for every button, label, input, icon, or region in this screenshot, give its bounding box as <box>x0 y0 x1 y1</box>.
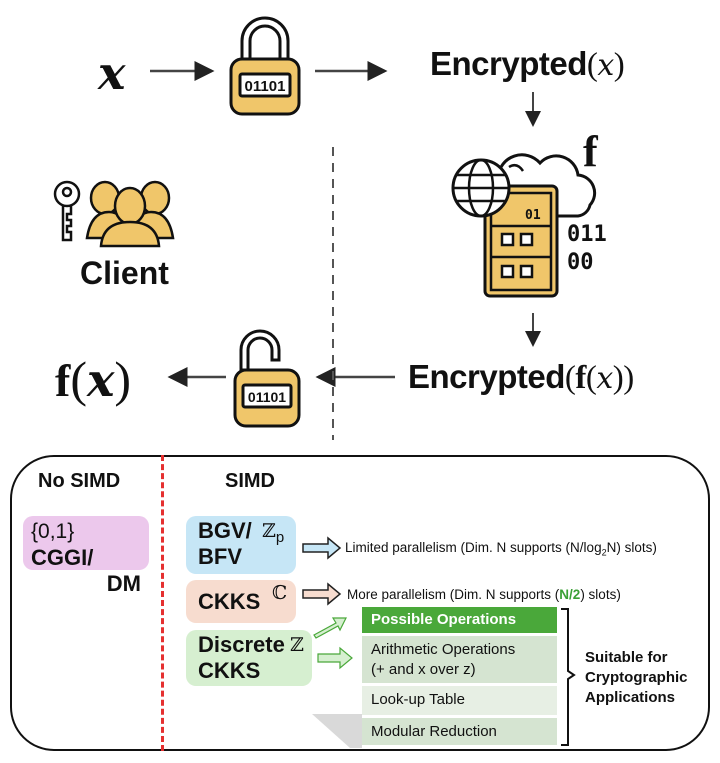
server-bits-side-1: 011 <box>567 222 607 247</box>
operation-item: Arithmetic Operations (+ and x over z) <box>362 636 557 683</box>
field-symbol: ℤ <box>262 520 276 542</box>
simd-heading: SIMD <box>225 470 275 492</box>
field-integers: ℤ <box>290 634 304 656</box>
users-group-icon <box>85 180 175 248</box>
paren-close-inner: ) <box>612 360 624 396</box>
suitability-line3: Applications <box>585 689 676 706</box>
desc-text-end: ) slots) <box>580 587 621 602</box>
field-complex: ℂ <box>272 582 288 604</box>
operation-line2: (+ and x over z) <box>371 661 476 678</box>
encrypted-fx-label: Encrypted(f(x)) <box>408 358 634 397</box>
desc-text: More parallelism (Dim. N supports ( <box>347 587 560 602</box>
x-arg: x <box>596 361 613 396</box>
input-x-label: x <box>98 46 126 100</box>
operation-item: Look-up Table <box>362 686 557 715</box>
operations-header: Possible Operations <box>362 607 557 633</box>
bgv-parallelism-desc: Limited parallelism (Dim. N supports (N/… <box>345 540 657 558</box>
key-icon <box>53 180 81 242</box>
scheme-name-line2: BFV <box>198 544 242 569</box>
paren-open: ( <box>70 351 87 407</box>
server-bits-side-2: 00 <box>567 250 594 275</box>
globe-icon <box>451 158 511 218</box>
scheme-name-line2: DM <box>106 571 141 596</box>
cloud-server-icon: 01 011 00 <box>451 153 607 298</box>
scheme-name-line1: Discrete <box>198 632 285 657</box>
encrypted-word: Encrypted <box>430 45 587 82</box>
output-fx-label: f(x) <box>55 350 131 408</box>
paren-close: ) <box>623 360 634 396</box>
open-lock-icon: 01101 <box>233 329 301 428</box>
suitability-line2: Cryptographic <box>585 669 688 686</box>
no-simd-heading: No SIMD <box>38 470 121 492</box>
lock-code: 01101 <box>248 389 286 405</box>
scheme-name-line2: CKKS <box>198 658 261 683</box>
encrypted-x-label: Encrypted(x) <box>430 45 625 84</box>
field-zp: ℤp <box>262 518 284 551</box>
client-label: Client <box>80 255 169 291</box>
scheme-name-line1: CGGI/ <box>31 545 94 570</box>
x-arg: x <box>86 353 115 407</box>
binary-set: {0,1} <box>31 520 75 543</box>
desc-text-end: N) slots) <box>606 540 657 555</box>
suitability-line1: Suitable for <box>585 649 668 666</box>
scheme-cggi-dm: {0,1} CGGI/ DM <box>23 516 149 596</box>
f-symbol: f <box>55 355 71 406</box>
paren-close: ) <box>613 47 625 83</box>
scheme-discrete-ckks: Discrete CKKS ℤ <box>186 630 312 686</box>
paren-close: ) <box>114 351 132 407</box>
possible-operations-table: Possible Operations Arithmetic Operation… <box>362 607 557 748</box>
f-symbol: f <box>575 360 586 396</box>
desc-text: Limited parallelism (Dim. N supports (N/… <box>345 540 602 555</box>
operation-item: Modular Reduction <box>362 718 557 745</box>
paren-open-inner: ( <box>585 360 597 396</box>
paren-open: ( <box>564 360 576 396</box>
desc-highlight: N/2 <box>559 587 581 602</box>
lock-code: 01101 <box>245 78 286 95</box>
server-bits-top: 01 <box>525 208 541 223</box>
desc-subscript: 2 <box>601 547 607 558</box>
scheme-name-line1: CKKS <box>198 589 261 614</box>
paren-open: ( <box>586 47 598 83</box>
x-arg: x <box>597 48 614 83</box>
scheme-comparison-panel <box>10 455 710 751</box>
scheme-bgv-bfv: BGV/ BFV ℤp <box>186 516 296 574</box>
scheme-name-line1: BGV/ <box>198 518 252 543</box>
function-f-label: f <box>583 127 598 176</box>
closed-lock-icon: 01101 <box>229 16 301 116</box>
suitability-note: Suitable for Cryptographic Applications <box>585 648 688 708</box>
simd-divider <box>161 455 164 751</box>
encrypted-word: Encrypted <box>408 358 565 395</box>
field-subscript: p <box>275 528 285 546</box>
ckks-parallelism-desc: More parallelism (Dim. N supports (N/2) … <box>347 587 621 602</box>
scheme-ckks: CKKS ℂ <box>186 580 296 623</box>
operation-line1: Arithmetic Operations <box>371 641 516 658</box>
